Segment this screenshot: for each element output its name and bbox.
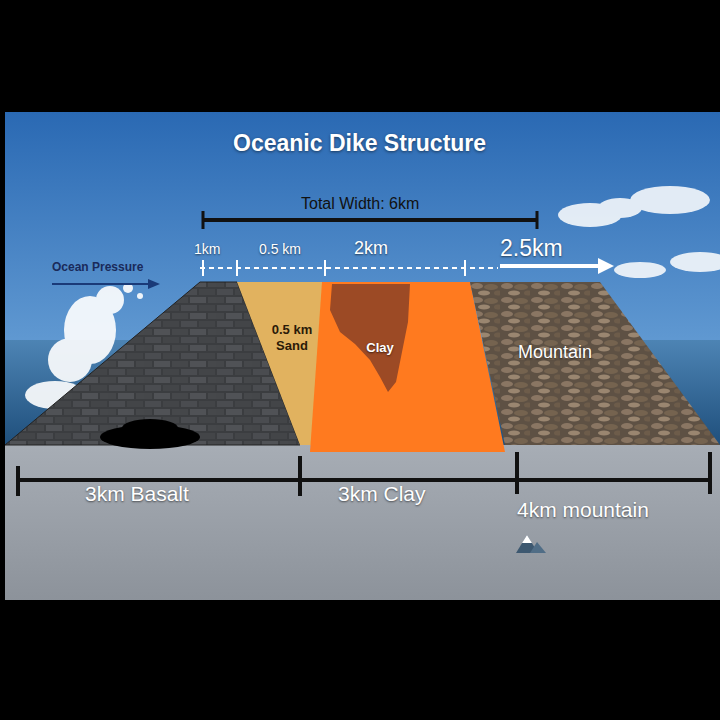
dimension-label: 2km — [354, 238, 388, 259]
text-holder: Mountain — [500, 342, 610, 364]
sand-band: 0.5 km Sand — [237, 282, 325, 445]
mountain-region-shape — [470, 282, 720, 445]
dimension-label: Total Width: 6km — [301, 195, 419, 213]
sand-band-shape — [237, 282, 325, 445]
dimension-label: 2.5km — [500, 235, 563, 262]
dimension-label: 1km — [194, 241, 220, 257]
dimension-label: 3km Clay — [338, 482, 426, 506]
text-holder: 0.5 km Sand — [263, 322, 321, 353]
dimension-label: 0.5 km — [259, 241, 301, 257]
dimension-label: 4km mountain — [517, 498, 649, 522]
band-label: Mountain — [500, 342, 610, 364]
band-label: Clay — [354, 340, 406, 356]
diagram-title: Oceanic Dike Structure — [233, 130, 486, 157]
text-holder: Clay — [354, 340, 406, 356]
force-label: Ocean Pressure — [52, 260, 143, 274]
dimension-label: 3km Basalt — [85, 482, 189, 506]
band-label: 0.5 km Sand — [263, 322, 321, 353]
mountain-region: Mountain — [470, 282, 720, 445]
